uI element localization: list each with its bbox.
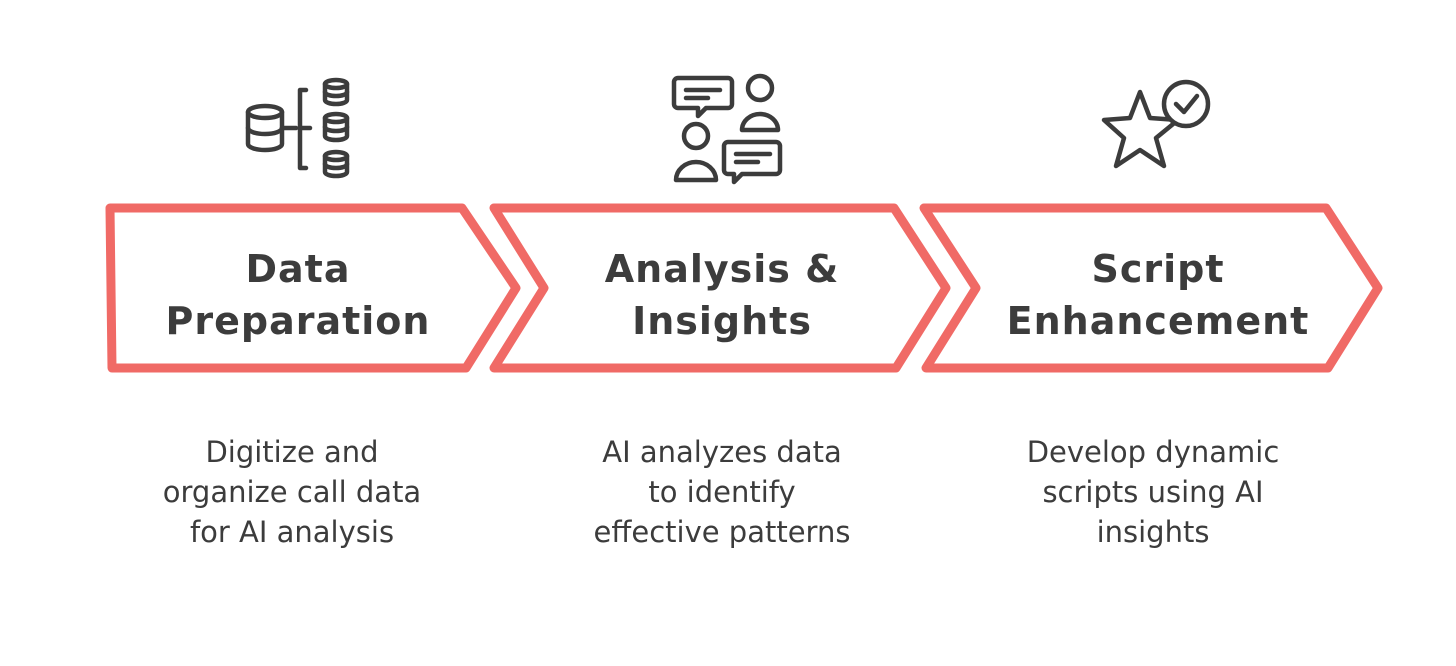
step-2-arrow — [489, 203, 951, 373]
star-check-icon — [1100, 70, 1220, 190]
step-2-description: AI analyzes data to identify effective p… — [593, 435, 851, 549]
step-3-description: Develop dynamic scripts using AI insight… — [1026, 435, 1280, 549]
database-tree-icon — [240, 70, 360, 190]
step-1-arrow — [105, 203, 521, 373]
step-1-title: Data Preparation — [165, 247, 431, 343]
step-3-title: Script Enhancement — [1006, 247, 1310, 343]
step-3-arrow — [919, 203, 1383, 373]
step-2-title: Analysis & Insights — [604, 247, 840, 343]
people-chat-icon — [668, 70, 788, 190]
step-1-description: Digitize and organize call data for AI a… — [162, 435, 422, 549]
